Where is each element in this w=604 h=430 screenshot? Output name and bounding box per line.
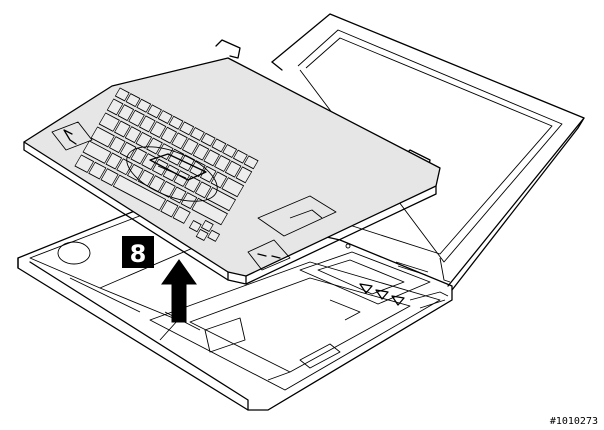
lift-arrow	[161, 259, 197, 323]
keyboard-unit	[23, 39, 441, 285]
keyboard-keys	[74, 87, 259, 242]
step-badge: 8	[122, 236, 154, 268]
screw-mark-left	[51, 121, 93, 151]
figure-id: #1010273	[549, 416, 598, 427]
screw-mark-right	[247, 239, 291, 271]
palm-rest-oval	[126, 146, 218, 202]
keyboard-lower-panel	[257, 195, 337, 237]
step-number: 8	[130, 240, 147, 268]
keyboard-tab-left	[215, 39, 241, 59]
